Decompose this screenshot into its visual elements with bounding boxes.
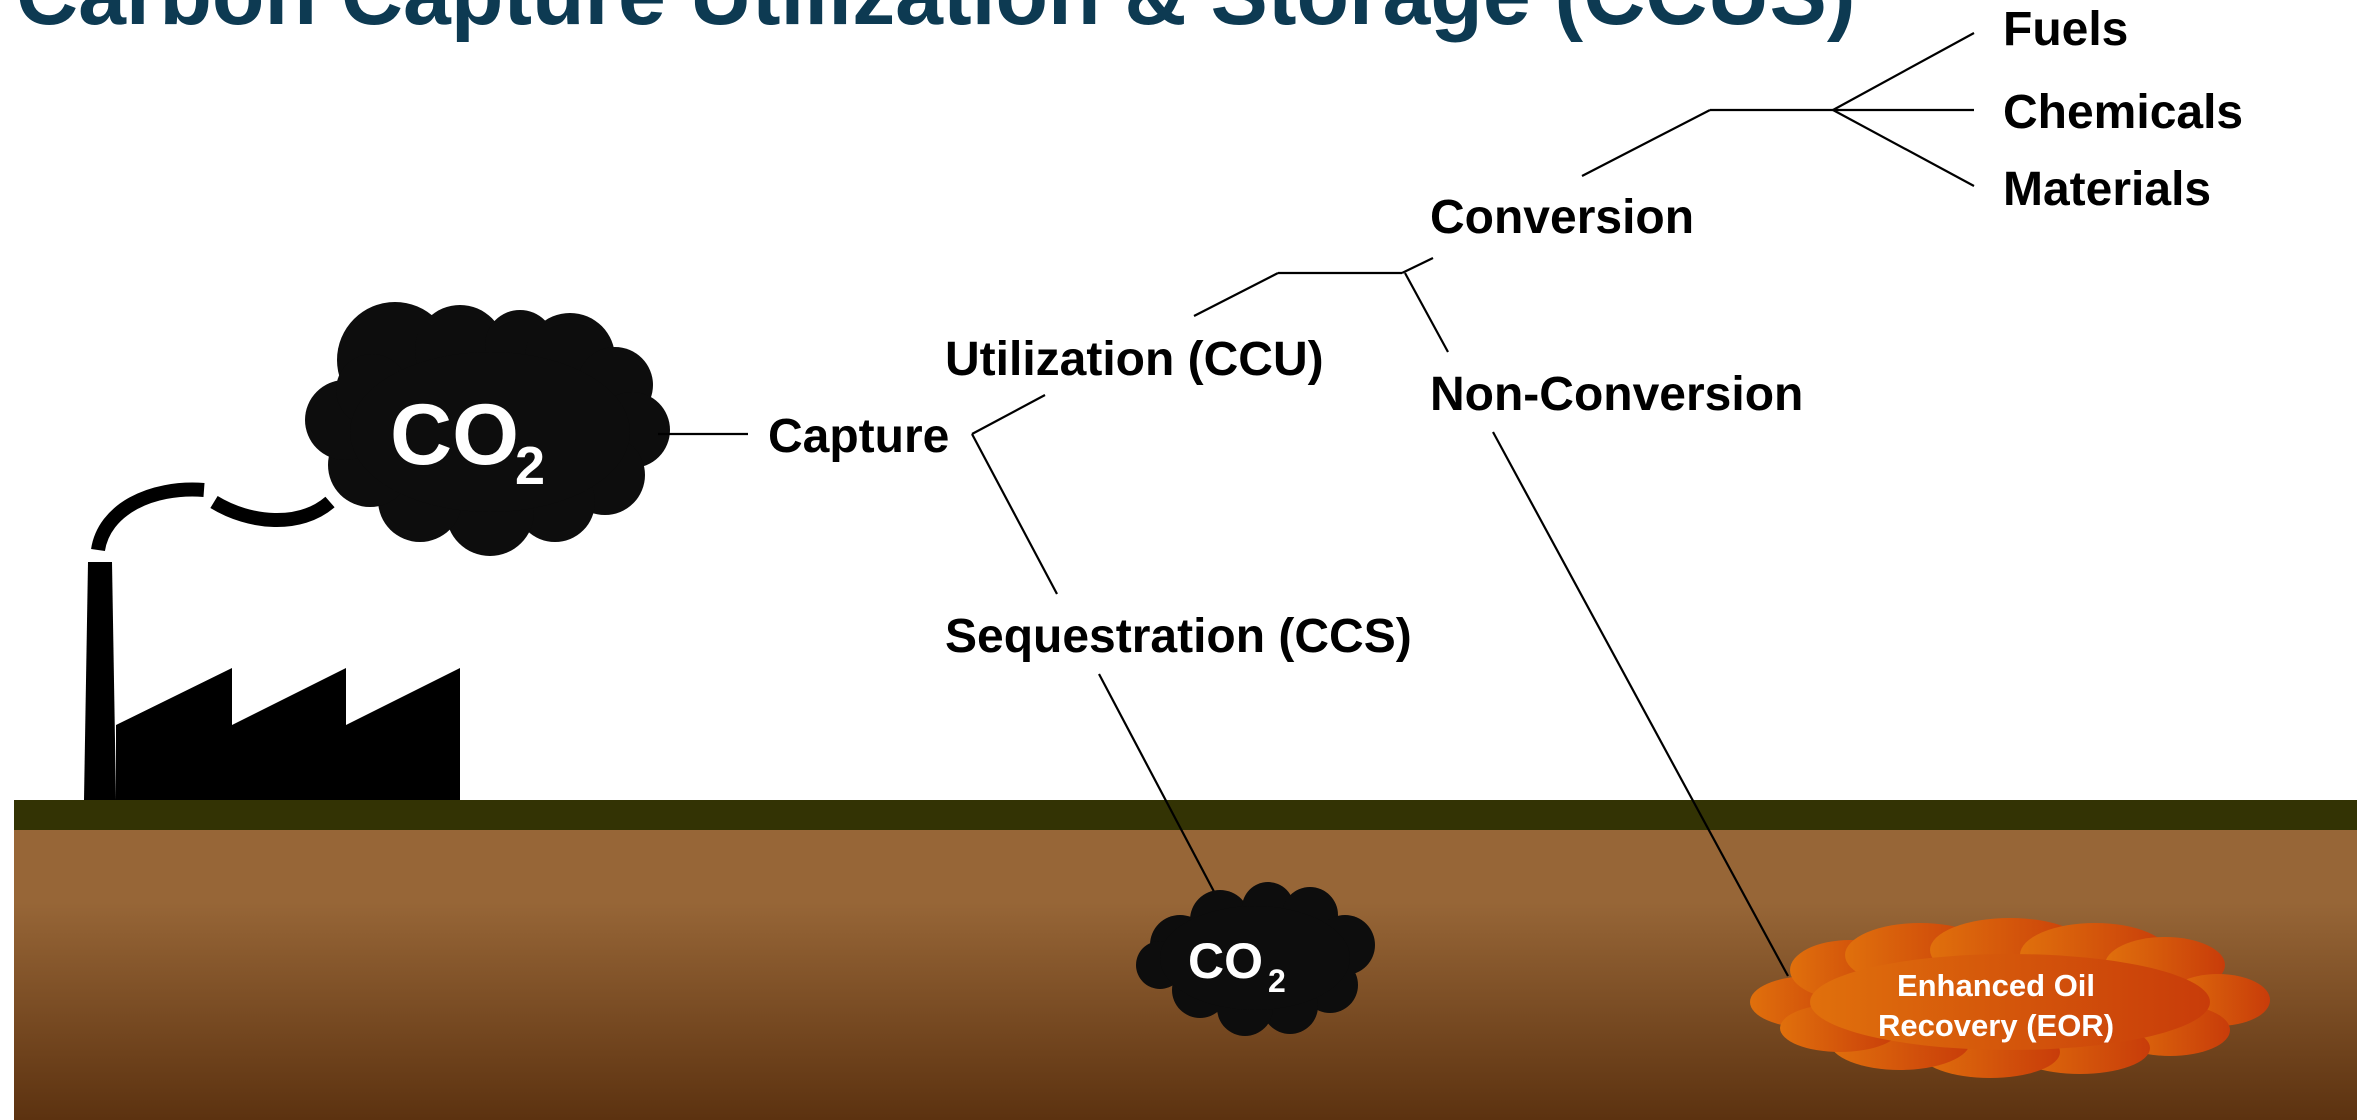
eor-label-line2: Recovery (EOR) [1878,1008,2114,1043]
eor-cloud [1750,918,2270,1078]
co2-main-label: CO [390,387,519,483]
node-capture: Capture [768,410,949,463]
page-title: Carbon Capture Utilization & Storage (CC… [16,0,1856,43]
tree-connectors [658,32,1975,977]
node-chemicals: Chemicals [2003,86,2243,139]
ground-surface-strip [14,800,2357,830]
node-non-conversion: Non-Conversion [1430,368,1803,421]
node-conversion: Conversion [1430,191,1694,244]
node-fuels: Fuels [2003,3,2128,56]
co2-emission-cloud [305,302,670,556]
factory-icon [84,482,460,800]
node-utilization: Utilization (CCU) [945,333,1324,386]
co2-main-subscript: 2 [515,436,545,496]
eor-label-line1: Enhanced Oil [1897,968,2095,1003]
co2-storage-subscript: 2 [1268,963,1286,999]
node-materials: Materials [2003,163,2211,216]
co2-storage-cloud [1136,882,1375,1036]
co2-storage-label: CO [1188,933,1263,989]
node-sequestration: Sequestration (CCS) [945,610,1412,663]
